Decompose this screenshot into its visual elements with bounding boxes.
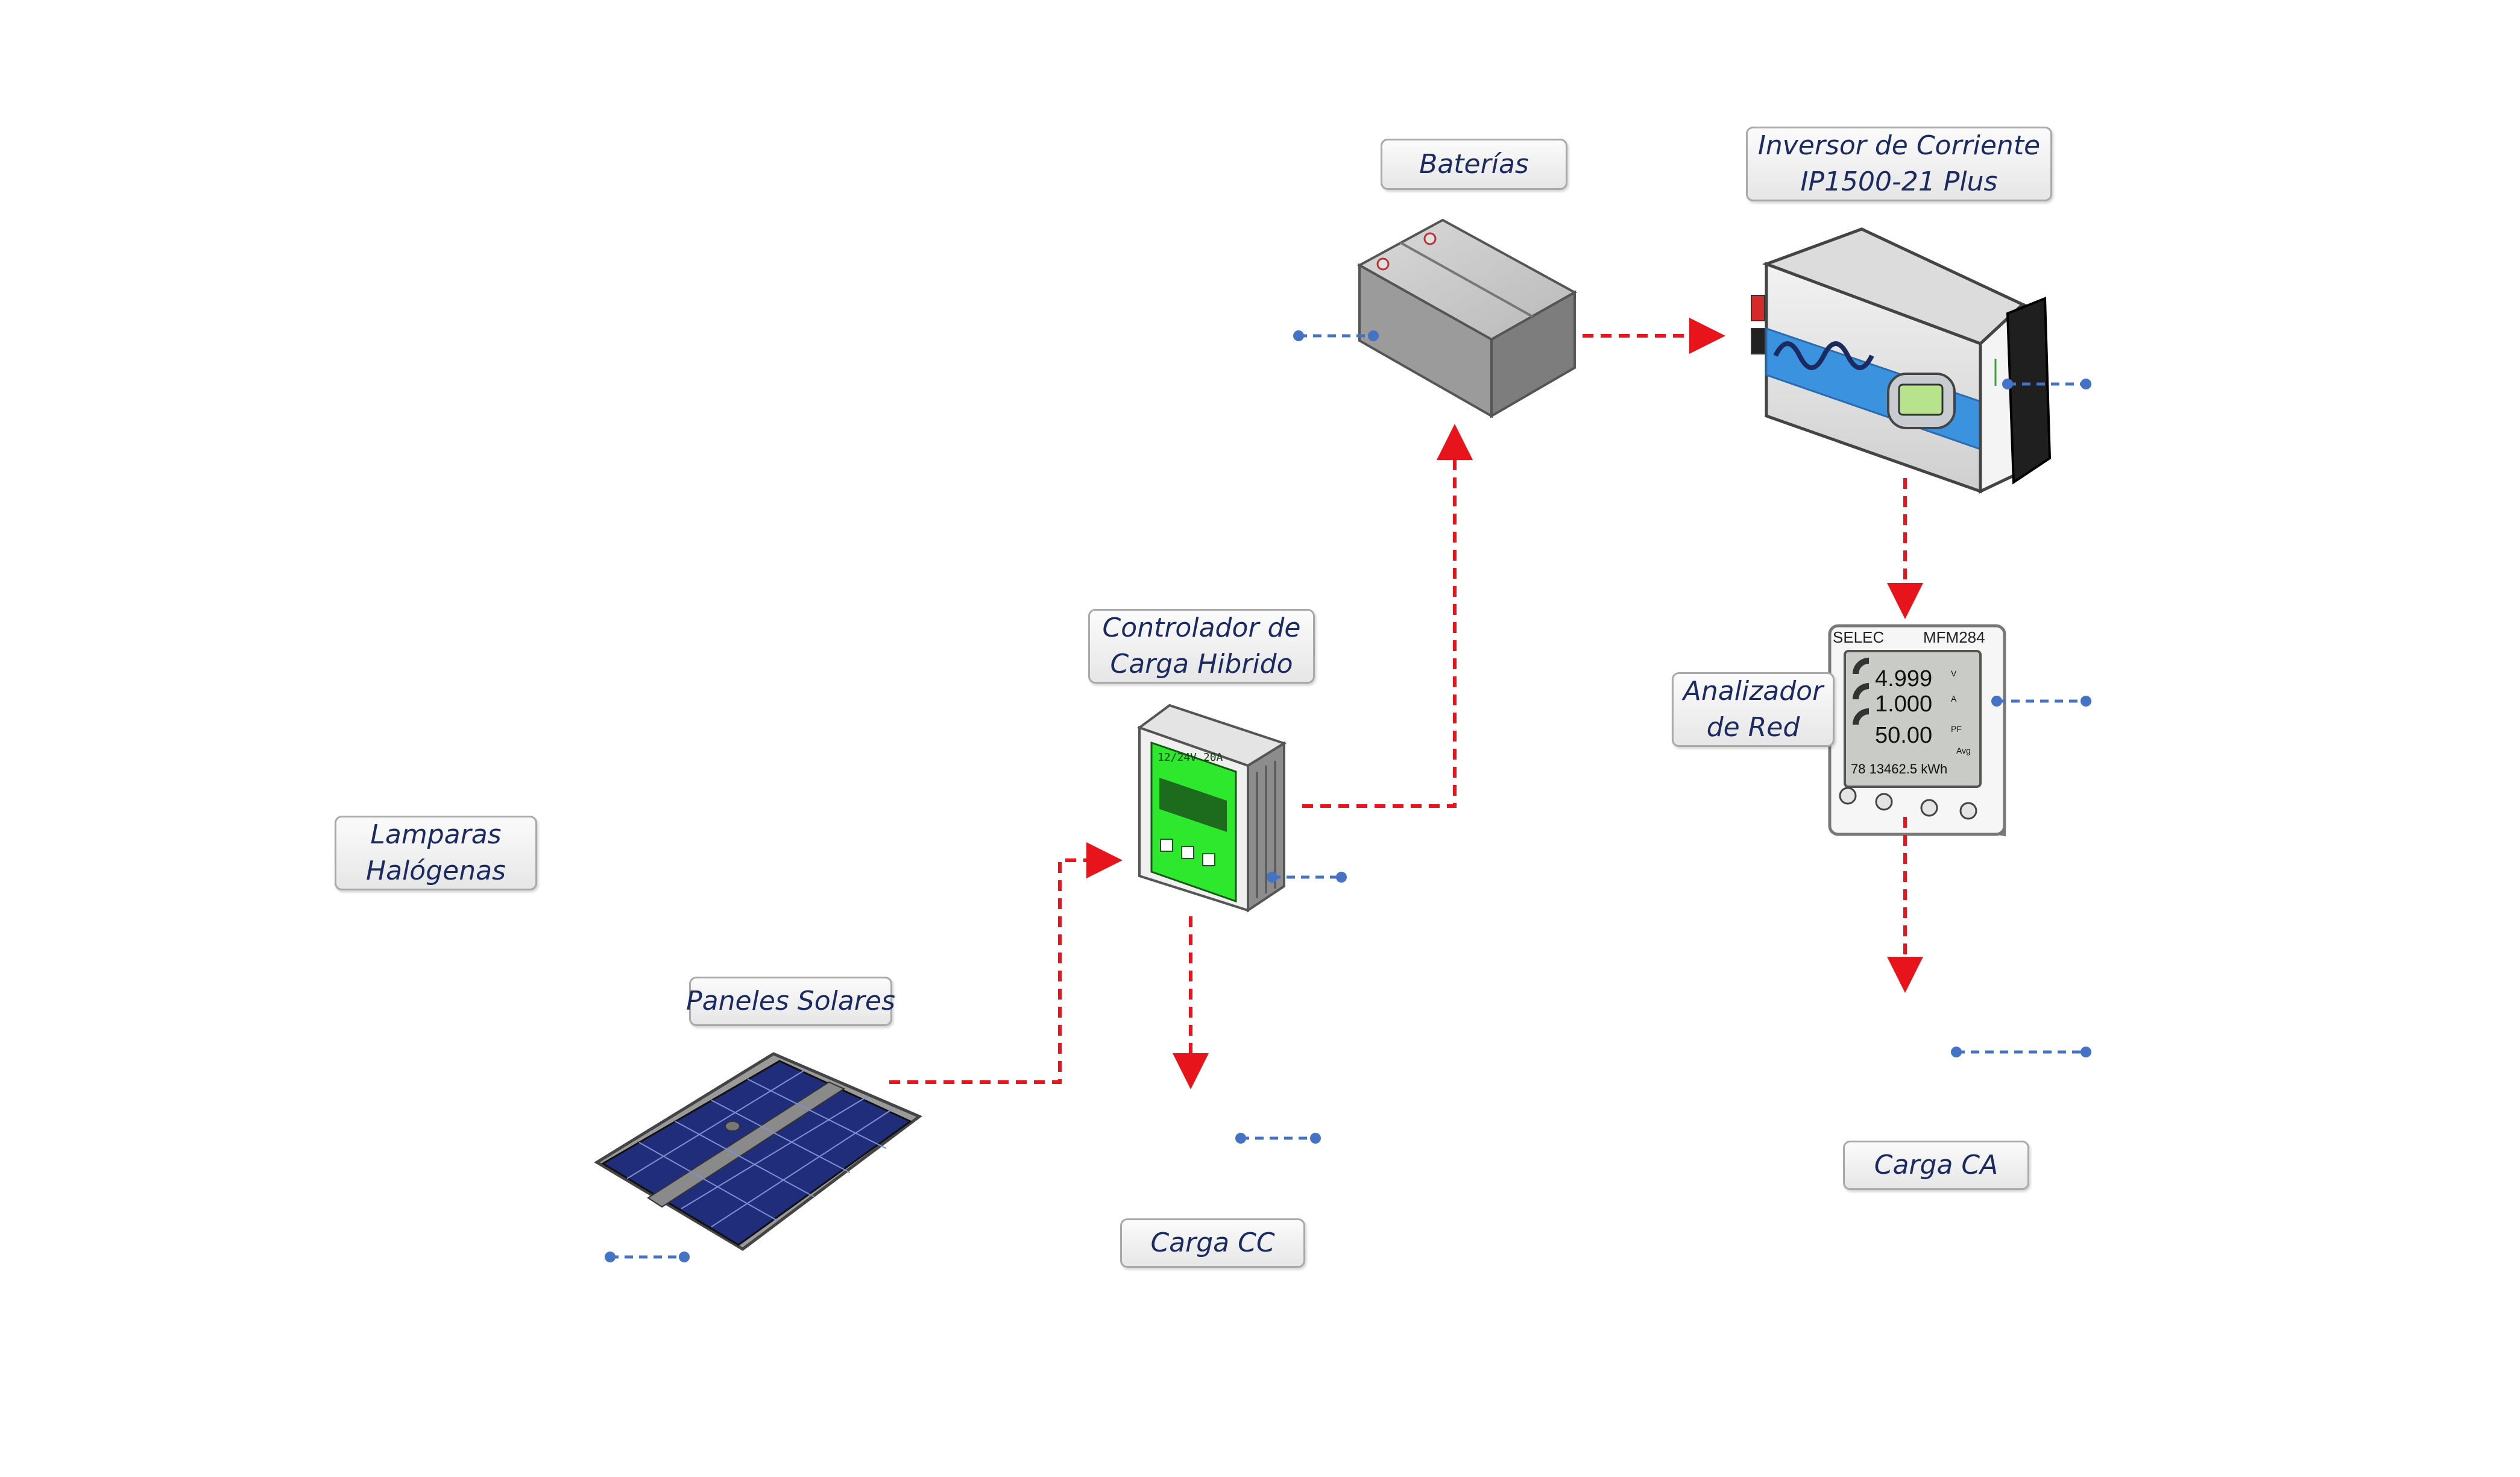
label-inversor-line-1: Inversor de Corriente <box>1757 130 2041 161</box>
label-lamparas-line-2: Halógenas <box>366 855 506 886</box>
meter-reading-voltage: 4.999 <box>1875 666 1932 691</box>
meter-unit-current: A <box>1951 694 1957 704</box>
label-inversor: Inversor de Corriente IP1500-21 Plus <box>1746 127 2052 201</box>
battery-icon <box>1356 218 1578 418</box>
label-controlador-line-1: Controlador de <box>1102 613 1301 643</box>
label-paneles: Paneles Solares <box>686 977 895 1026</box>
network-analyzer-icon: SELEC MFM284 4.999 V 1.000 A 50.00 PF Av… <box>1828 624 2006 837</box>
controller-label-text: 12/24V 20A <box>1158 751 1223 764</box>
meter-energy: 78 13462.5 kWh <box>1851 761 1947 776</box>
arrow-panels-to-controller <box>889 842 1123 1084</box>
label-baterias-line-1: Baterías <box>1419 148 1529 180</box>
label-analizador: Analizador de Red <box>1672 672 1835 747</box>
meter-reading-current: 1.000 <box>1875 691 1932 717</box>
label-lamparas: Lamparas Halógenas <box>335 816 537 890</box>
meter-unit-pf: PF <box>1951 724 1962 734</box>
label-carga-ca-line-1: Carga CA <box>1874 1150 1999 1180</box>
label-paneles-line-1: Paneles Solares <box>686 986 895 1016</box>
label-lamparas-line-1: Lamparas <box>370 819 502 850</box>
flow-arrows <box>889 318 1923 1089</box>
label-carga-cc-line-1: Carga CC <box>1150 1227 1275 1258</box>
meter-model: MFM284 <box>1923 628 1985 646</box>
meter-brand: SELEC <box>1833 628 1884 646</box>
label-inversor-line-2: IP1500-21 Plus <box>1800 166 1998 197</box>
label-controlador: Controlador de Carga Hibrido <box>1088 609 1315 684</box>
label-controlador-line-2: Carga Hibrido <box>1110 649 1293 679</box>
arrow-controller-to-battery <box>1302 424 1473 808</box>
inverter-icon <box>1751 227 2052 494</box>
label-baterias: Baterías <box>1381 139 1567 190</box>
label-analizador-line-2: de Red <box>1706 712 1800 743</box>
connector-stubs <box>605 330 2091 1262</box>
meter-unit-voltage: V <box>1951 669 1957 678</box>
label-carga-cc: Carga CC <box>1120 1218 1305 1268</box>
charge-controller-icon: 12/24V 20A <box>1136 704 1287 913</box>
solar-panels-icon <box>594 1052 922 1252</box>
meter-reading-pf: 50.00 <box>1875 723 1932 748</box>
meter-avg-label: Avg <box>1956 746 1971 755</box>
label-analizador-line-1: Analizador <box>1683 676 1824 707</box>
label-carga-ca: Carga CA <box>1843 1141 2029 1190</box>
